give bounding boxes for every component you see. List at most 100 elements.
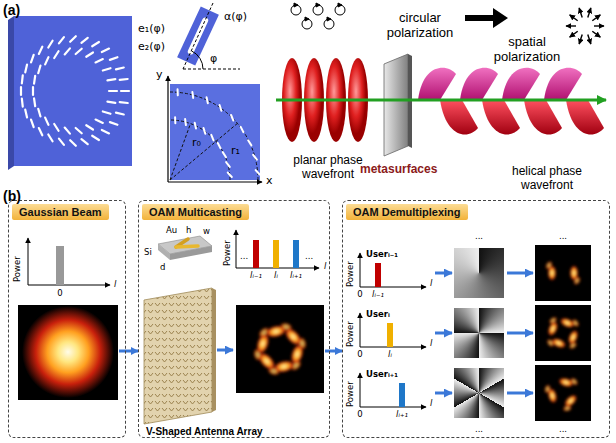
nano-antenna — [45, 118, 48, 125]
helical-wavefront — [418, 68, 456, 100]
nano-antenna — [228, 173, 232, 177]
nano-antenna — [256, 170, 260, 174]
antenna-array — [144, 288, 216, 424]
polarization-arrow — [570, 15, 578, 21]
stage-frame: Gaussian Beam — [8, 200, 126, 438]
nano-antenna — [120, 78, 128, 81]
stage-frame: OAM Multicasting — [138, 200, 330, 438]
beam-lobe — [297, 336, 308, 351]
nano-antenna — [226, 162, 230, 167]
figure-label: lᵢ — [388, 349, 392, 359]
nano-antenna — [70, 36, 76, 42]
gaussian-spot — [22, 306, 114, 398]
ring-layout — [170, 123, 237, 180]
figure-label: Userᵢ₋₁ — [366, 249, 398, 259]
nano-antenna — [21, 99, 24, 107]
beam-lobe — [547, 315, 558, 326]
nano-antenna — [38, 109, 40, 117]
gaussian-chart — [28, 238, 29, 285]
ring-layout — [170, 84, 260, 180]
chart-axis — [360, 313, 361, 347]
nano-antenna — [96, 59, 103, 62]
figure-label: Si — [144, 247, 152, 257]
figure-label: Power — [345, 321, 355, 347]
nano-antenna — [116, 68, 124, 70]
ring-layout — [170, 124, 191, 180]
figure-label: l — [324, 261, 326, 271]
circular-polarization-symbols — [291, 3, 345, 29]
beam-arrow — [507, 332, 533, 335]
beam-arrow — [435, 272, 452, 275]
figure-label: planar phase wavefront — [283, 153, 373, 181]
figure-label: ... — [240, 251, 248, 261]
nano-antenna — [92, 136, 99, 140]
nano-antenna — [45, 57, 48, 64]
nano-antenna — [96, 120, 103, 123]
beam-lobes — [544, 260, 582, 287]
beam-profile — [535, 365, 591, 421]
beam-lobe — [543, 384, 552, 395]
figure-label: y — [156, 68, 163, 81]
nano-antenna — [39, 47, 42, 54]
chart-axis — [360, 287, 426, 288]
figure-label: metasurfaces — [360, 162, 437, 176]
antenna-unit-cell — [183, 3, 213, 69]
nano-antenna — [116, 113, 124, 115]
nano-antenna — [177, 89, 179, 95]
nano-antenna — [54, 124, 58, 131]
nano-antenna — [253, 155, 257, 160]
beam-arrows — [217, 349, 233, 352]
beam-arrow — [507, 392, 533, 395]
beam-profile — [535, 245, 591, 301]
helical-wavefront — [544, 68, 582, 100]
stage-heading: Gaussian Beam — [12, 204, 109, 220]
nano-antenna — [211, 135, 213, 141]
nano-antenna — [32, 87, 34, 95]
nano-antenna — [204, 128, 206, 134]
ring-layout — [168, 76, 262, 182]
helical-wavefront — [460, 68, 498, 100]
figure-label: 0 — [357, 289, 362, 299]
nano-antenna — [218, 143, 221, 148]
nano-antenna — [191, 92, 194, 98]
nano-antenna — [110, 122, 118, 125]
multicast-chart — [293, 240, 299, 268]
figure-label: lᵢ₋₁ — [372, 289, 384, 299]
helical-wavefront — [524, 100, 562, 135]
phase-pattern — [454, 308, 504, 358]
ring-layout — [170, 120, 230, 180]
antenna-array — [212, 288, 216, 412]
nano-antenna — [241, 127, 244, 132]
chart-axis — [360, 253, 361, 287]
nano-antenna — [20, 87, 22, 95]
beam-lobe — [562, 404, 573, 412]
nano-antenna — [121, 90, 129, 92]
chart-axis — [360, 373, 361, 407]
antenna-inset — [170, 246, 212, 260]
nano-antenna — [102, 130, 109, 133]
antenna-dashes — [175, 89, 260, 177]
figure-label: lᵢ₊₁ — [290, 270, 302, 280]
nano-antenna — [107, 79, 115, 80]
metasurface-plate — [8, 16, 14, 170]
ring-layout — [167, 76, 168, 182]
figure-label: l — [114, 279, 116, 289]
nano-antenna — [59, 139, 64, 145]
figure-label: φ — [210, 52, 217, 65]
metasurface-slab — [384, 54, 412, 156]
metasurface-plate — [14, 16, 132, 166]
nano-antenna — [103, 68, 111, 70]
figure-label: e₁(φ) — [138, 22, 165, 35]
figure-label: Userᵢ — [366, 309, 390, 319]
beam-arrow — [507, 272, 533, 275]
nano-antenna — [65, 128, 70, 134]
nano-antenna — [86, 52, 93, 56]
stage-heading: OAM Multicasting — [142, 204, 249, 220]
phase-pattern — [454, 248, 504, 298]
antenna-unit-cell — [183, 69, 240, 70]
antenna-inset — [176, 246, 198, 247]
nano-antenna — [109, 90, 117, 92]
polarization-arrow — [570, 31, 578, 37]
